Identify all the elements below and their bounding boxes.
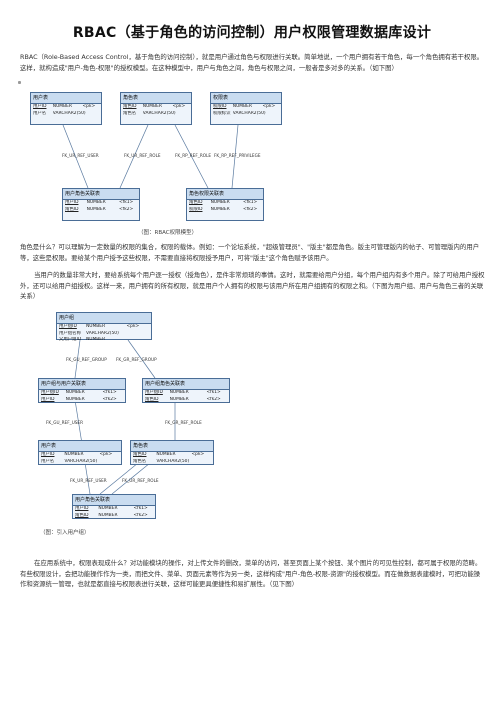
fk-label: FK_UR_REF_ROLE [124, 153, 161, 158]
figure-caption: （图：RBAC权限模型） [138, 230, 198, 236]
bullet-marker [18, 81, 21, 84]
fk-label: FK_UR_REF_USER [62, 153, 99, 158]
permissions-paragraph: 在应用系统中，权限表现成什么？对功能模块的操作，对上传文件的删改，菜单的访问，甚… [20, 559, 482, 588]
fk-label: FK_GR_REF_ROLE [165, 420, 202, 425]
fk-label: FK_RP_REF_PRIVILEGE [214, 153, 261, 158]
fk-label: FK_UR_REF_ROLE [122, 478, 159, 483]
fk-label: FK_GU_REF_USER [46, 420, 83, 425]
fk-label: FK_UR_REF_USER [70, 478, 107, 483]
groups-paragraph: 当用户的数量非常大时，要给系统每个用户逐一授权（授角色），是件非常烦琐的事情。这… [20, 271, 485, 300]
page-title: RBAC（基于角色的访问控制）用户权限管理数据库设计 [72, 25, 432, 41]
fk-label: FK_GR_REF_GROUP [116, 357, 157, 362]
intro-paragraph: RBAC（Role-Based Access Control，基于角色的访问控制… [20, 53, 484, 72]
figure-caption: （图：引入用户组） [40, 530, 90, 536]
roles-paragraph: 角色是什么？可以理解为一定数量的权限的集合，权限的载体。例如：一个论坛系统，"超… [20, 243, 480, 262]
fk-label: FK_GU_REF_GROUP [66, 357, 107, 362]
fk-label: FK_RP_REF_ROLE [175, 153, 212, 158]
